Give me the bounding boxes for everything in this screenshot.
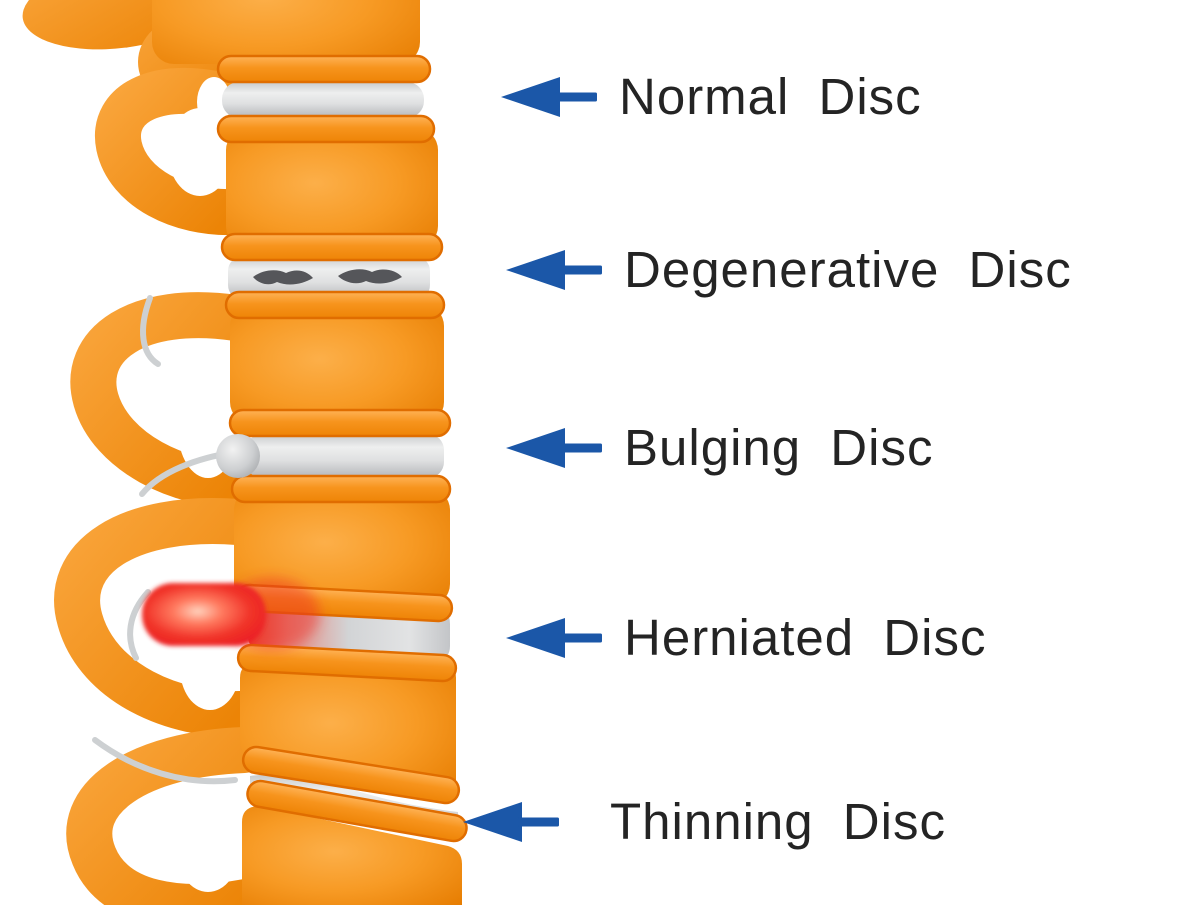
disc-bulge	[216, 434, 260, 478]
disc-crack	[338, 269, 402, 284]
vertebra	[234, 488, 450, 606]
disc-label: Normal Disc	[619, 68, 922, 125]
disc-label: Bulging Disc	[624, 419, 934, 476]
left-arrow-icon	[506, 617, 602, 658]
normal-disc	[222, 82, 424, 118]
left-arrow-icon	[501, 76, 597, 117]
label-row-bulging-disc: Bulging Disc	[505, 422, 933, 473]
bulging-disc	[246, 434, 444, 478]
disc-herniation	[142, 583, 266, 646]
left-arrow-icon	[506, 249, 602, 290]
vertebra	[230, 304, 444, 424]
vertebra	[226, 128, 438, 248]
disc-crack	[253, 270, 313, 285]
disc-label: Degenerative Disc	[624, 241, 1072, 298]
label-row-degenerative-disc: Degenerative Disc	[505, 244, 1072, 295]
degenerative-disc	[228, 256, 430, 300]
vertebra	[242, 806, 462, 905]
label-row-herniated-disc: Herniated Disc	[505, 612, 986, 663]
disc-label: Thinning Disc	[610, 793, 946, 850]
endplate-rims	[216, 54, 468, 843]
vertebra	[152, 0, 420, 64]
label-row-thinning-disc: Thinning Disc	[462, 796, 946, 847]
label-row-normal-disc: Normal Disc	[500, 71, 922, 122]
disc-label: Herniated Disc	[624, 609, 987, 666]
left-arrow-icon	[506, 427, 602, 468]
left-arrow-icon	[463, 801, 559, 842]
